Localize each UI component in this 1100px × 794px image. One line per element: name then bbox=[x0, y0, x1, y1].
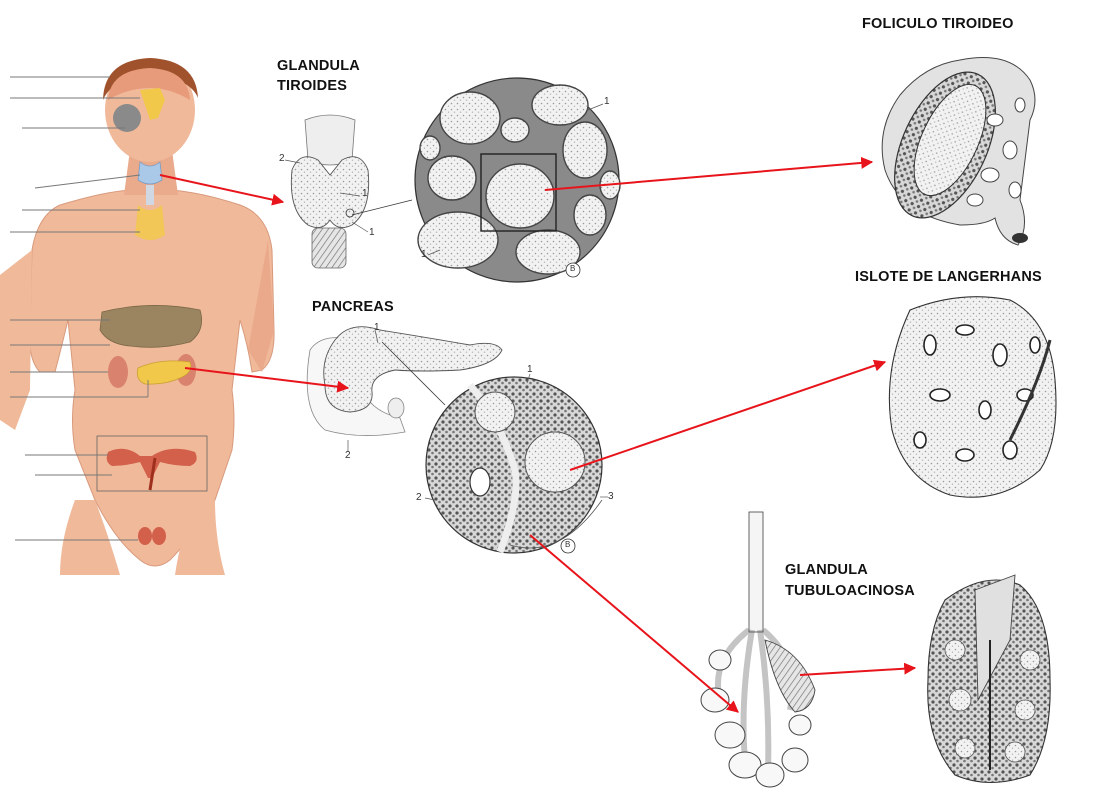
tubuloacinar-gland-illustration bbox=[701, 512, 815, 787]
thyroid-gland-illustration bbox=[285, 115, 412, 268]
thyroid-callout-1b: 1 bbox=[369, 227, 375, 238]
thyroid-section-mark: B bbox=[570, 264, 575, 273]
pancreas-section-mark: B bbox=[565, 540, 570, 549]
glandula-tubuloacinosa-label-line2: TUBULOACINOSA bbox=[785, 582, 915, 600]
trachea bbox=[146, 185, 154, 205]
islote-de-langerhans-label: ISLOTE DE LANGERHANS bbox=[855, 268, 1042, 286]
left-arm bbox=[0, 250, 32, 430]
liver bbox=[100, 305, 202, 347]
gonad-right bbox=[152, 527, 166, 545]
pancreas-label: PANCREAS bbox=[312, 298, 394, 316]
pancreas-section-circle bbox=[425, 374, 608, 553]
pancreas-section-callout-2: 2 bbox=[416, 492, 422, 503]
pancreas-callout-1: 1 bbox=[374, 322, 380, 333]
thyroid-callout-2: 2 bbox=[279, 153, 285, 164]
left-kidney bbox=[108, 356, 128, 388]
thyroid-section-callout-1b: 1 bbox=[421, 249, 427, 260]
thyroid-section-callout-1a: 1 bbox=[604, 96, 610, 107]
islet-of-langerhans-illustration bbox=[889, 297, 1056, 498]
human-body-figure bbox=[0, 58, 274, 575]
pancreas-section-callout-1: 1 bbox=[527, 364, 533, 375]
glandula-tubuloacinosa-label-line1: GLANDULA bbox=[785, 561, 868, 579]
pancreas-callout-2: 2 bbox=[345, 450, 351, 461]
thyroid-section-circle bbox=[415, 78, 620, 282]
arrow-section-to-acinar bbox=[530, 535, 738, 712]
pancreas-section-callout-3: 3 bbox=[608, 491, 614, 502]
glandula-tiroides-label-line1: GLANDULA bbox=[277, 57, 360, 75]
acinus-detail-illustration bbox=[928, 575, 1050, 783]
gonad-left bbox=[138, 527, 152, 545]
arrow-acinar-to-detail bbox=[800, 668, 915, 675]
arrow-section-to-islet bbox=[570, 362, 885, 470]
thyroid-callout-1a: 1 bbox=[362, 188, 368, 199]
glandula-tiroides-label-line2: TIROIDES bbox=[277, 77, 347, 95]
thyroid-follicle-illustration bbox=[874, 57, 1035, 245]
foliculo-tiroideo-label: FOLICULO TIROIDEO bbox=[862, 15, 1014, 33]
